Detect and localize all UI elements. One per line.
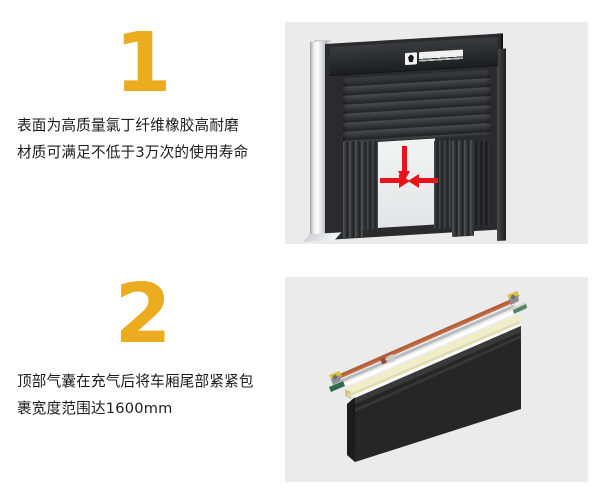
arrow-down-icon <box>398 146 410 182</box>
rail-end-cap-left <box>329 381 345 392</box>
feature-1-description-line-1: 表面为高质量氯丁纤维橡胶高耐磨 <box>17 117 239 134</box>
door-frame-right-edge <box>497 48 506 241</box>
end-bracket-left <box>329 371 342 385</box>
end-bracket-right <box>507 291 520 305</box>
arrow-right-icon <box>380 173 410 188</box>
feature-section-1: 1 表面为高质量氯丁纤维橡胶高耐磨 材质可满足不低于3万次的使用寿命 <box>0 0 600 251</box>
feature-section-2: 2 顶部气囊在充气后将车厢尾部紧紧包 裹宽度范围达1600mm <box>0 251 600 503</box>
curtain-right-inner <box>434 139 453 229</box>
pillar-base <box>302 232 342 242</box>
cream-guide-rail <box>345 315 523 399</box>
roller-shutter-door-photo <box>285 22 588 244</box>
feature-2-text-column: 2 顶部气囊在充气后将车厢尾部紧紧包 裹宽度范围达1600mm <box>0 251 285 503</box>
feature-1-image-panel <box>285 22 588 244</box>
arrow-left-icon <box>408 173 438 188</box>
airbag-seal-rail-diagram <box>285 277 588 482</box>
feature-1-description: 表面为高质量氯丁纤维橡胶高耐磨 材质可满足不低于3万次的使用寿命 <box>17 112 279 166</box>
step-number-1: 1 <box>114 16 171 111</box>
curtain-left-inner <box>362 141 378 230</box>
mid-clamp <box>379 354 396 365</box>
curtain-left-outer <box>343 140 363 238</box>
rail-end-cap-right-inner <box>513 304 527 314</box>
shutter-slats <box>343 69 491 144</box>
mounting-gap <box>351 322 523 398</box>
brand-logo-wordmark <box>419 49 463 64</box>
feature-1-text-column: 1 表面为高质量氯丁纤维橡胶高耐磨 材质可满足不低于3万次的使用寿命 <box>0 0 285 251</box>
feature-1-description-line-2: 材质可满足不低于3万次的使用寿命 <box>17 144 249 161</box>
feature-2-image-panel <box>285 277 588 482</box>
curtain-right-mid <box>452 139 474 237</box>
step-number-2: 2 <box>114 267 171 362</box>
curtain-right-outer <box>473 141 489 226</box>
feature-2-description: 顶部气囊在充气后将车厢尾部紧紧包 裹宽度范围达1600mm <box>17 368 279 422</box>
feature-2-description-line-1: 顶部气囊在充气后将车厢尾部紧紧包 <box>17 373 254 390</box>
feature-2-description-line-2: 裹宽度范围达1600mm <box>17 400 173 417</box>
dark-seal-curtain <box>347 325 521 462</box>
separator-strip <box>343 310 519 386</box>
shield-mark-icon <box>405 51 417 65</box>
airbag-seal-rail-svg <box>329 291 528 462</box>
